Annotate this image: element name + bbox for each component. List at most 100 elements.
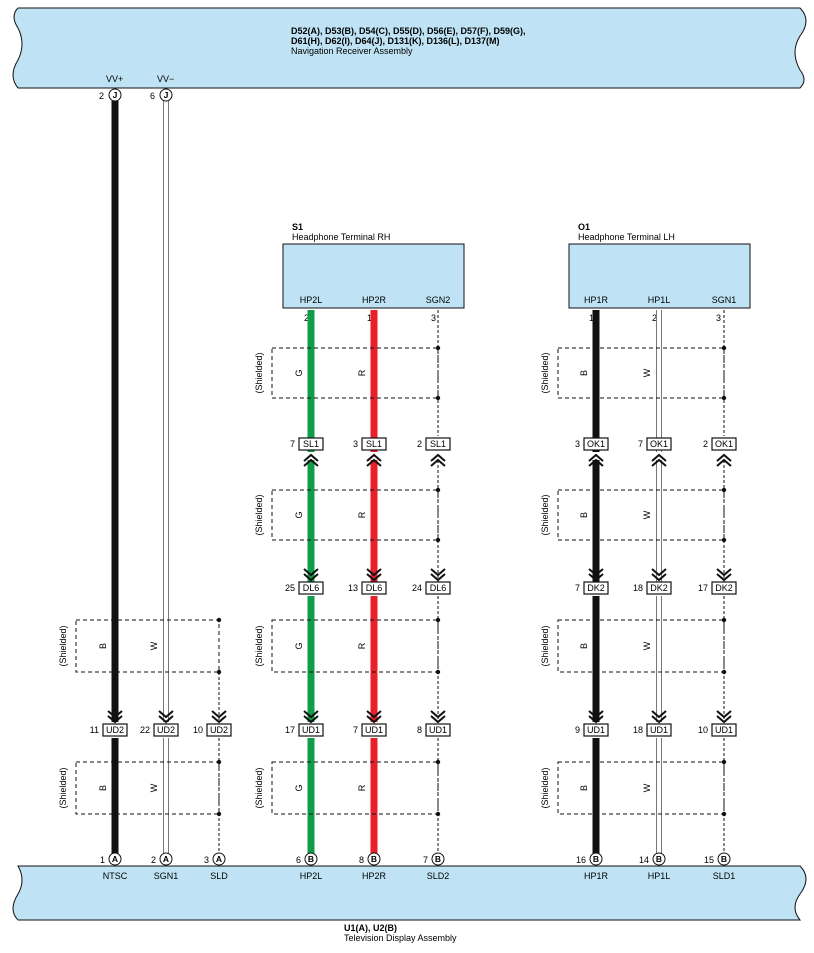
shield-s1-4-color-1: G [294,784,304,791]
conn-ud2-2-chevron-1 [211,715,227,724]
conn-dk2-0-chevron-0 [588,568,604,577]
conn-ud1a-2-name: UD1 [429,725,447,735]
conn-dk2-1-box [646,581,672,595]
conn-ud1a-2-chevron-0 [430,710,446,719]
top-assembly-codes-line2: D61(H), D62(I), D64(J), D131(K), D136(L)… [291,36,500,46]
shield-o1-3-color-1: B [579,643,589,649]
conn-dl6-2-name: DL6 [430,583,447,593]
top-assembly-codes-line1: D52(A), D53(B), D54(C), D55(D), D56(E), … [291,26,526,36]
television-display-assembly: U1(A), U2(B) Television Display Assembly [12,865,807,943]
conn-ud2-0-box [102,723,128,737]
s1-pin-3: 3 [431,313,436,323]
o1-label-hp1l: HP1L [648,295,671,305]
bottom-pin-conn-ntsc: A [112,854,118,864]
s1-pin-2: 2 [304,313,309,323]
bottom-pin-circle-hp1l [652,852,666,866]
shield-o1-1-label: (Shielded) [540,352,550,393]
bottom-signal-hp1r: HP1R [584,871,609,881]
shield-o1-4-label: (Shielded) [540,767,550,808]
conn-ud2-1-name: UD2 [157,725,175,735]
top-signal-vvminus: VV− [157,74,174,84]
bottom-pin-circle-hp1r [589,852,603,866]
shield-ud2-upper-label: (Shielded) [58,625,68,666]
component-name-o1: Headphone Terminal LH [578,232,675,242]
conn-ud1b-1-chevron-0 [651,710,667,719]
shield-s1-1-color-2: R [357,369,367,376]
conn-ud1b-2-chevron-0 [716,710,732,719]
bottom-pin-num-ntsc: 1 [100,855,105,865]
conn-dl6-1-pin: 13 [348,583,358,593]
shield-o1-2-box [557,489,725,541]
shield-o1-3-label: (Shielded) [540,625,550,666]
bottom-pin-conn-hp1l: B [656,854,662,864]
conn-ok1-2-chevron-0 [716,458,732,467]
shield-s1-1-junction-bottom [435,395,441,401]
conn-ud1b-0-chevron-0 [588,710,604,719]
conn-dl6-2-pin: 24 [412,583,422,593]
top-pin-2: 2 [99,91,104,101]
conn-dk2-1-pin: 18 [633,583,643,593]
conn-dl6-2-chevron-0 [430,568,446,577]
shield-ud2-upper-color-2: W [149,641,159,650]
conn-sl1-1-name: SL1 [366,439,382,449]
conn-ud2-2-pin: 10 [193,725,203,735]
conn-ud2-2-chevron-0 [211,710,227,719]
shield-o1-1-box [557,347,725,399]
bottom-pin-conn-sgn1: A [163,854,169,864]
conn-ud1a-0-chevron-0 [303,710,319,719]
conn-ud2-2-box [206,723,232,737]
shield-ud2-lower-junction-bottom [216,811,222,817]
conn-ok1-2-name: OK1 [715,439,733,449]
conn-ok1-1-chevron-1 [651,453,667,462]
shield-o1-2-color-2: W [642,510,652,519]
shield-o1-1-junction-bottom [721,395,727,401]
shield-o1-4-junction-bottom [721,811,727,817]
conn-ok1-1-name: OK1 [650,439,668,449]
conn-dk2-0-name: DK2 [587,583,605,593]
bottom-pin-circle-hp2r [367,852,381,866]
o1-pin-3: 3 [716,313,721,323]
shield-s1-1-label: (Shielded) [254,352,264,393]
conn-dl6-1-chevron-1 [366,573,382,582]
shield-s1-3-color-2: R [357,642,367,649]
bottom-assembly-name: Television Display Assembly [344,933,457,943]
conn-sl1-2-name: SL1 [430,439,446,449]
conn-ud1a-2-pin: 8 [417,725,422,735]
conn-ok1-2-pin: 2 [703,439,708,449]
conn-dl6-0-chevron-0 [303,568,319,577]
o1-pin-2: 2 [652,313,657,323]
shield-s1-4-color-2: R [357,784,367,791]
conn-sl1-2-pin: 2 [417,439,422,449]
bottom-pin-circle-sld2 [431,852,445,866]
top-pin-conn-j1: J [113,90,118,100]
navigation-receiver-assembly: D52(A), D53(B), D54(C), D55(D), D56(E), … [12,7,807,102]
bottom-assembly-codes: U1(A), U2(B) [344,923,397,933]
conn-ud1a-1-chevron-1 [366,715,382,724]
bottom-pin-conn-hp1r: B [593,854,599,864]
conn-ud1b-1-chevron-1 [651,715,667,724]
top-signal-vvplus: VV+ [106,74,123,84]
shield-o1-1-color-2: W [642,368,652,377]
top-pin-6: 6 [150,91,155,101]
conn-dl6-1-box [361,581,387,595]
conn-dk2-0-box [583,581,609,595]
top-assembly-name: Navigation Receiver Assembly [291,46,413,56]
shield-ud2-lower-box [75,761,220,815]
wires [111,101,725,857]
conn-sl1-0-chevron-1 [303,453,319,462]
shield-s1-2-color-1: G [294,511,304,518]
conn-ok1-0-chevron-1 [588,453,604,462]
conn-sl1-1-pin: 3 [353,439,358,449]
shield-s1-4-junction-top [435,759,441,765]
shield-s1-4-box [271,761,439,815]
shield-o1-3-junction-top [721,617,727,623]
bottom-assembly-box [12,865,807,921]
shield-s1-3-label: (Shielded) [254,625,264,666]
conn-ud1a-0-box [298,723,324,737]
conn-ok1-2-box [711,437,737,451]
shield-s1-2-box [271,489,439,541]
